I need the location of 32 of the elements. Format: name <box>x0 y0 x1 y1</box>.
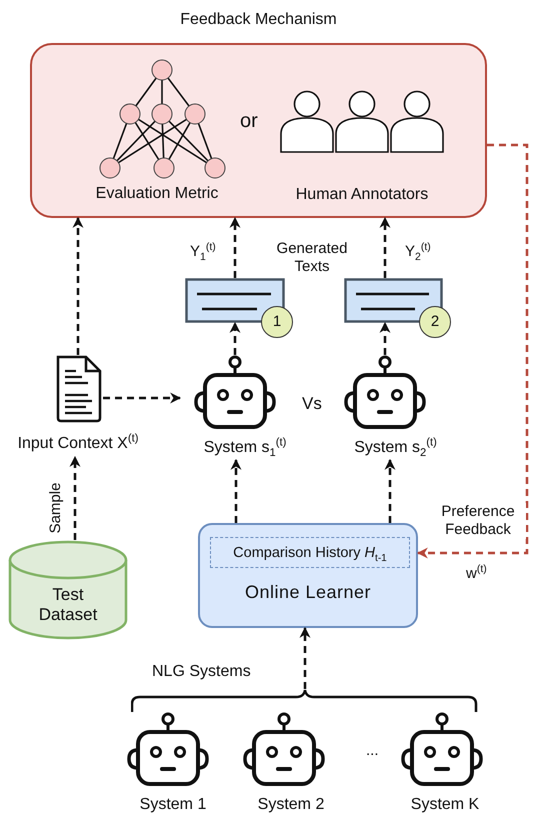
number-badge: 1 <box>261 306 293 338</box>
input-context-label: Input Context X$^{(t)}$ <box>16 435 140 453</box>
text-label: Generated Texts <box>276 240 348 276</box>
learner-label: Online Learner <box>244 583 372 601</box>
system-label: System 1 <box>138 796 208 814</box>
arrow <box>230 216 240 278</box>
arrow <box>416 144 528 558</box>
text-label: w$^{(t)}$ <box>466 565 487 583</box>
history-label: Comparison History H$_{t-1}$ <box>232 544 388 562</box>
system-label: System 2 <box>256 796 326 814</box>
system-label: System K <box>410 796 480 814</box>
text-label: or <box>240 112 258 130</box>
arrow <box>70 456 80 540</box>
dataset-label: Test Dataset <box>38 585 98 625</box>
number-badge: 2 <box>419 306 451 338</box>
metric-label: Evaluation Metric <box>94 185 220 203</box>
text-label: Vs <box>302 395 322 413</box>
panel-title: Feedback Mechanism <box>179 11 338 29</box>
text-label: ... <box>366 742 379 760</box>
arrow <box>230 322 240 355</box>
arrow <box>380 216 390 278</box>
arrow <box>300 626 310 689</box>
history-box <box>210 537 410 568</box>
arrow <box>72 216 84 355</box>
arrow <box>103 392 182 404</box>
arrow <box>230 458 242 523</box>
arrow <box>380 322 390 355</box>
learner-box <box>198 523 418 628</box>
text-label: NLG Systems <box>152 663 251 681</box>
arrow <box>384 458 396 523</box>
annotators-label: Human Annotators <box>294 186 430 204</box>
edge-label: Sample <box>47 482 65 534</box>
